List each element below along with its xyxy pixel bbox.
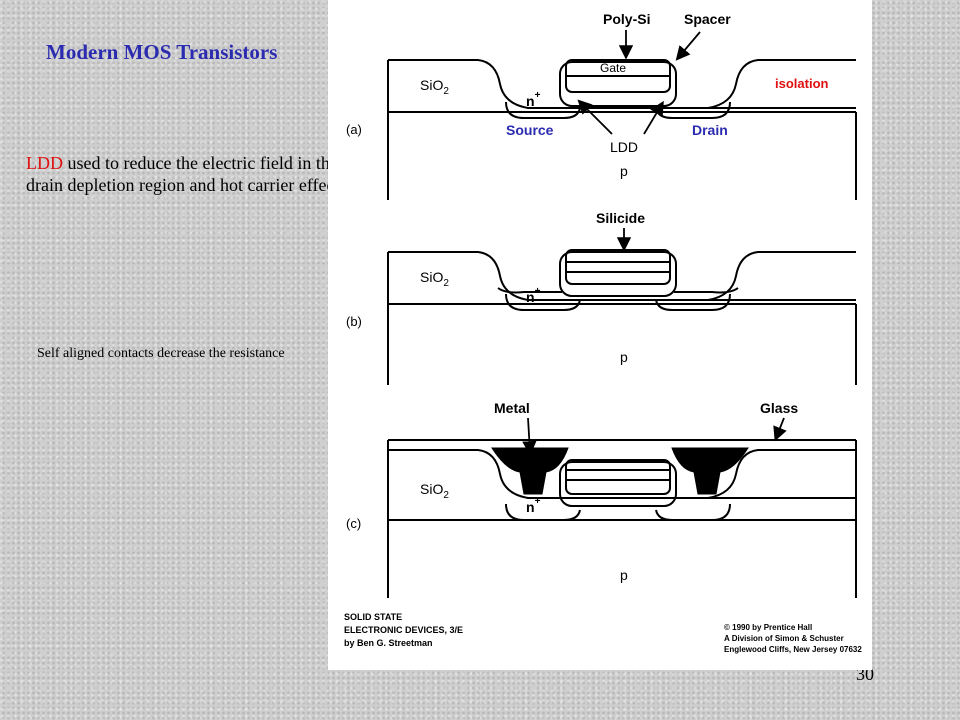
p-label-a: p: [620, 163, 628, 179]
credit-right: © 1990 by Prentice Hall A Division of Si…: [724, 623, 862, 654]
credit-left-line-1: SOLID STATE: [344, 612, 402, 622]
credit-right-line-3: Englewood Cliffs, New Jersey 07632: [724, 645, 862, 654]
nplus-label-a: n+: [526, 90, 541, 109]
panel-c-arrows: [522, 417, 787, 456]
panel-b: [387, 249, 857, 385]
gate-label: Gate: [600, 61, 626, 75]
metal-label: Metal: [494, 400, 530, 416]
mos-cross-section-svg: Poly-Si Spacer Gate isolation SiO2 n+ So…: [344, 11, 862, 654]
glass-label: Glass: [760, 400, 798, 416]
p-label-c: p: [620, 567, 628, 583]
spacer-label: Spacer: [684, 11, 731, 27]
panel-a-arrows: [577, 30, 701, 135]
panel-a-tag: (a): [346, 122, 362, 137]
credit-right-line-2: A Division of Simon & Schuster: [724, 634, 844, 643]
credit-left-line-3: by Ben G. Streetman: [344, 638, 433, 648]
isolation-label: isolation: [775, 76, 829, 91]
credit-left-line-2: ELECTRONIC DEVICES, 3/E: [344, 625, 463, 635]
panel-b-tag: (b): [346, 314, 362, 329]
panel-a-labels: Poly-Si Spacer Gate isolation SiO2 n+ So…: [346, 11, 829, 179]
ldd-description: LDD used to reduce the electric field in…: [26, 152, 356, 196]
slide-title: Modern MOS Transistors: [46, 40, 278, 64]
source-label: Source: [506, 122, 554, 138]
ldd-highlight: LDD: [26, 153, 63, 173]
credit-right-line-1: © 1990 by Prentice Hall: [724, 623, 812, 632]
poly-si-label: Poly-Si: [603, 11, 650, 27]
ldd-description-rest: used to reduce the electric field in the…: [26, 153, 347, 195]
silicide-label: Silicide: [596, 210, 645, 226]
drain-label: Drain: [692, 122, 728, 138]
credit-left: SOLID STATE ELECTRONIC DEVICES, 3/E by B…: [344, 612, 463, 648]
sio2-label-c: SiO2: [420, 481, 449, 501]
self-aligned-note: Self aligned contacts decrease the resis…: [37, 346, 285, 361]
panel-b-labels: Silicide SiO2 n+ p (b): [346, 210, 645, 365]
sio2-label-a: SiO2: [420, 77, 449, 97]
mos-cross-section-figure: Poly-Si Spacer Gate isolation SiO2 n+ So…: [328, 0, 872, 670]
p-label-b: p: [620, 349, 628, 365]
panel-c-metal: [491, 447, 749, 495]
ldd-label: LDD: [610, 139, 638, 155]
nplus-label-b: n+: [526, 286, 541, 305]
panel-c: [387, 439, 857, 598]
panel-c-tag: (c): [346, 516, 361, 531]
nplus-label-c: n+: [526, 496, 541, 515]
sio2-label-b: SiO2: [420, 269, 449, 289]
panel-c-labels: Metal Glass SiO2 n+ p (c): [346, 400, 798, 583]
